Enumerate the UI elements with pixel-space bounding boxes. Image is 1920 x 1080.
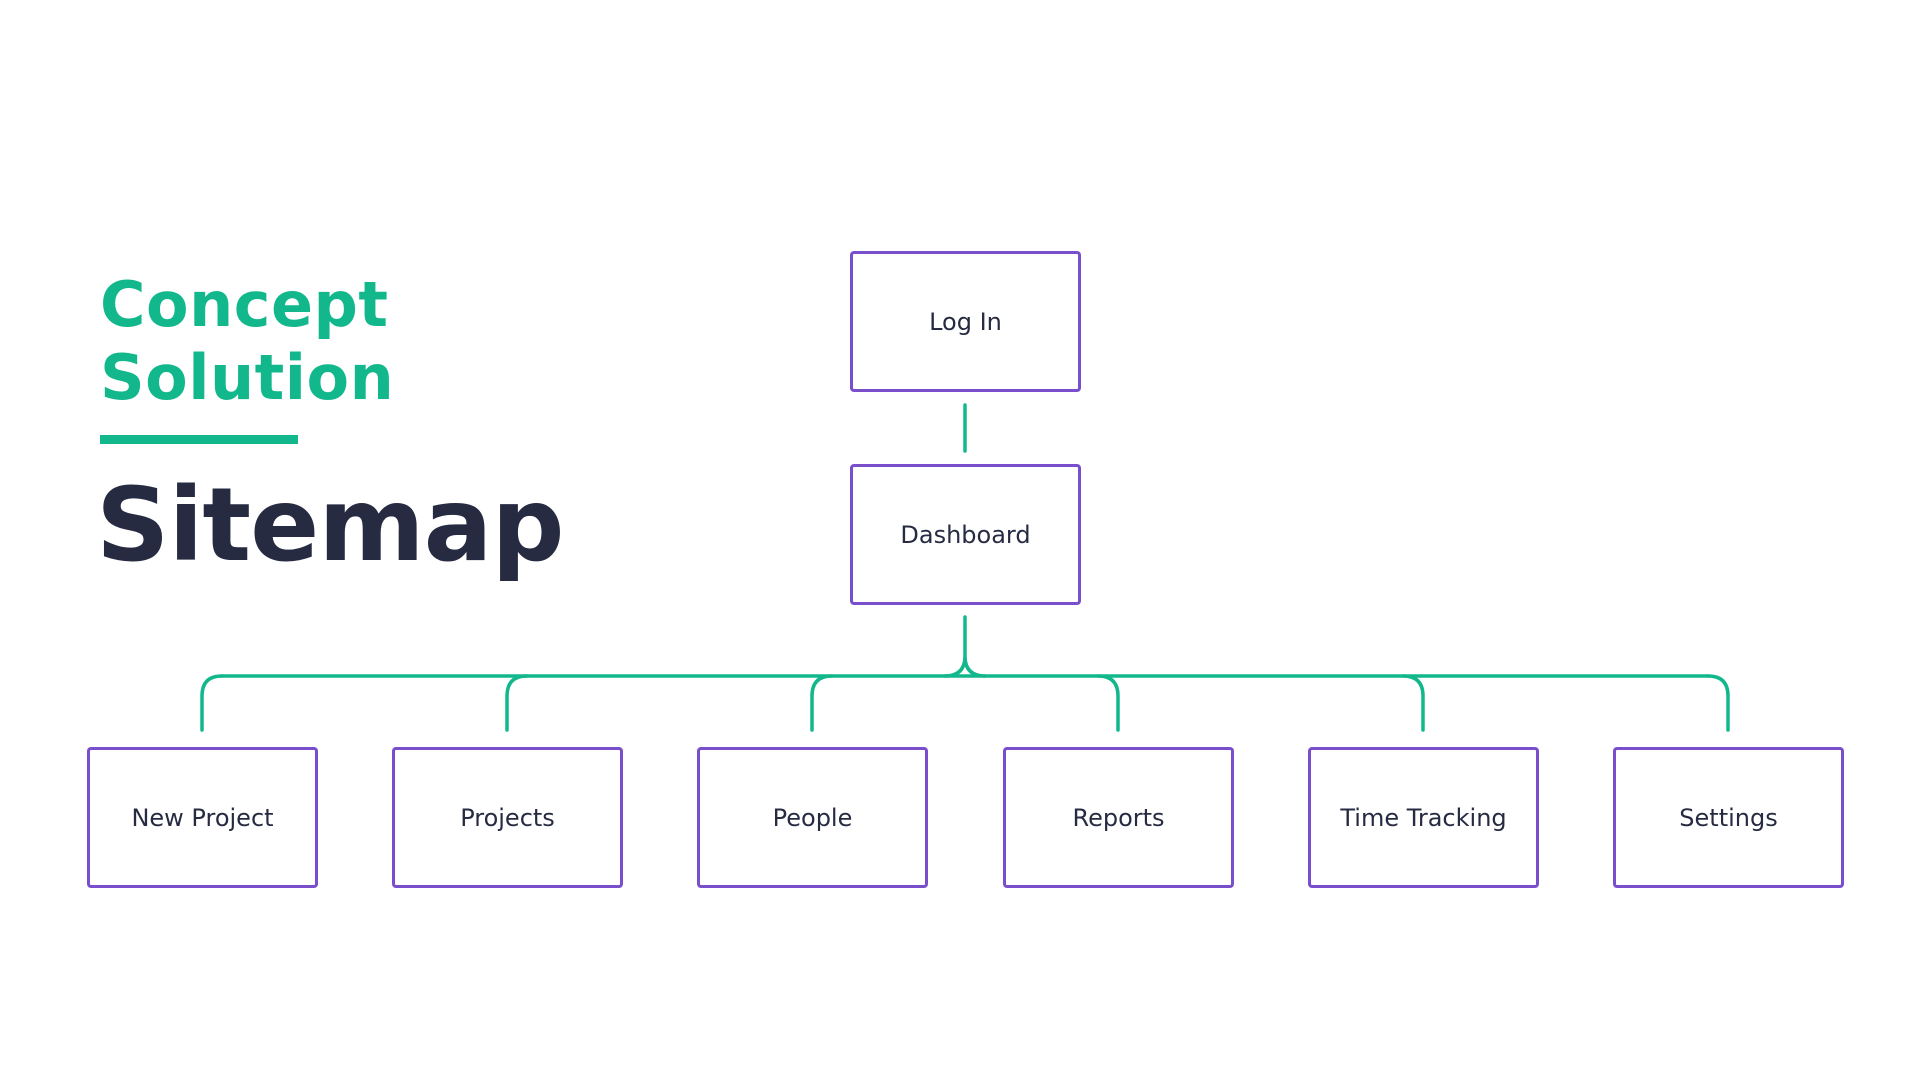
node-dashboard[interactable]: Dashboard xyxy=(850,464,1081,605)
connector-branch-reports xyxy=(1096,674,1120,732)
node-time-tracking[interactable]: Time Tracking xyxy=(1308,747,1539,888)
connector-branch-time-tracking xyxy=(1401,674,1425,732)
subtitle-line-1: Concept xyxy=(100,268,389,341)
page-title: Sitemap xyxy=(96,466,564,585)
subtitle-block: Concept Solution xyxy=(100,268,394,414)
connector-branch-settings xyxy=(1706,674,1730,732)
subtitle-line-2: Solution xyxy=(100,341,395,414)
node-settings[interactable]: Settings xyxy=(1613,747,1844,888)
connector-branch-projects xyxy=(505,674,529,732)
connector-branch-new-project xyxy=(200,674,224,732)
connector-dashboard-trunk xyxy=(943,615,987,678)
accent-divider xyxy=(100,435,298,444)
node-reports[interactable]: Reports xyxy=(1003,747,1234,888)
node-new-project[interactable]: New Project xyxy=(87,747,318,888)
node-projects[interactable]: Projects xyxy=(392,747,623,888)
connector-branch-people xyxy=(810,674,834,732)
node-log-in[interactable]: Log In xyxy=(850,251,1081,392)
node-people[interactable]: People xyxy=(697,747,928,888)
